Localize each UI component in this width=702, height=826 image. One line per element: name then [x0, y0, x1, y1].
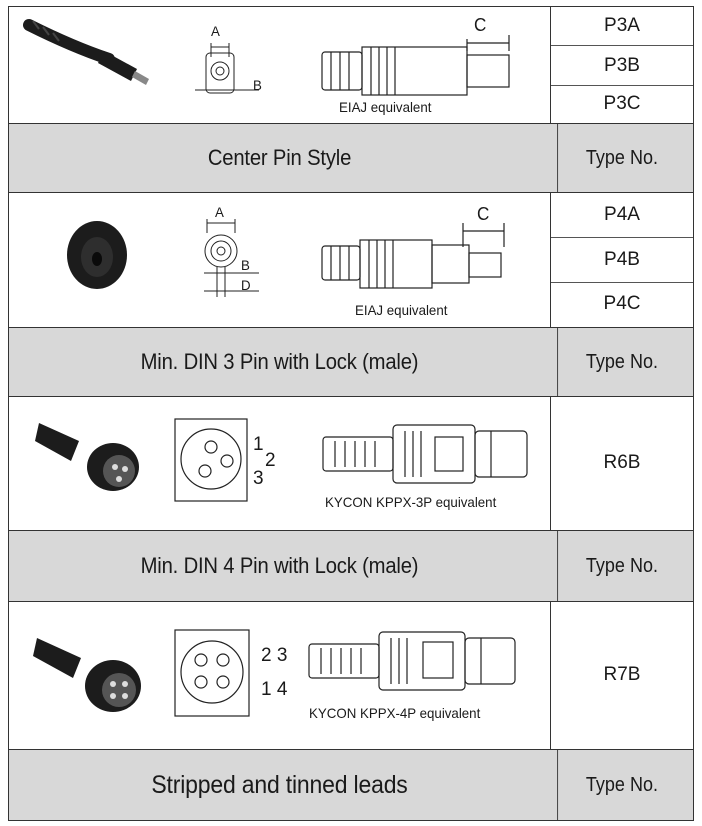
p3-front-view-diagram: [195, 43, 259, 94]
r7b-pins-top: 2 3: [261, 645, 288, 666]
type-no-label: Type No.: [557, 328, 686, 396]
header-stripped-tinned-leads: Stripped and tinned leads Type No.: [8, 749, 694, 821]
p3-dim-c: C: [474, 15, 487, 35]
p3-dim-a: A: [211, 23, 220, 39]
p4-dim-d: D: [241, 277, 251, 293]
r7b-pins-bottom: 1 4: [261, 679, 288, 700]
p4-front-view-diagram: [204, 219, 259, 297]
type-code-p3c: P3C: [603, 93, 641, 114]
p4-plug-photo: [67, 221, 127, 289]
header-center-pin-style: Center Pin Style Type No.: [8, 123, 694, 193]
r6b-caption: KYCON KPPX-3P equivalent: [325, 494, 497, 510]
p4-type-codes: P4A P4B P4C: [550, 193, 693, 327]
r7b-pin-diagram: [174, 629, 250, 717]
p3-dim-b: B: [253, 77, 262, 93]
row-p4-connector: A B D C EIAJ equivalent P4A P4B P4C: [8, 193, 694, 327]
r6b-pin-2: 2: [265, 450, 276, 471]
r6b-pin-diagram: [174, 418, 248, 502]
r6b-side-view-diagram: [322, 424, 528, 484]
p3-caption: EIAJ equivalent: [339, 99, 432, 115]
r7b-connector-illustration: [33, 629, 516, 717]
p4-dim-a: A: [215, 204, 224, 220]
r7b-type-codes: R7B: [550, 602, 693, 749]
type-code-p3a: P3A: [604, 15, 640, 36]
type-code-p4a: P4A: [604, 204, 640, 225]
type-no-label: Type No.: [557, 531, 686, 601]
r6b-connector-illustration: [35, 418, 528, 502]
p3-connector-illustration: [23, 19, 510, 96]
type-code-r7b: R7B: [603, 663, 641, 685]
p4-side-view-diagram: [321, 223, 505, 289]
p3-type-codes: P3A P3B P3C: [550, 7, 693, 123]
type-code-p4b: P4B: [604, 249, 640, 270]
r7b-caption: KYCON KPPX-4P equivalent: [309, 705, 481, 721]
type-code-r6b: R6B: [603, 451, 641, 473]
type-code-p3b: P3B: [604, 55, 640, 76]
row-r6b-connector: 1 2 3 KYCON KPPX-3P equivalent R6B: [8, 397, 694, 530]
header-min-din-3-pin: Min. DIN 3 Pin with Lock (male) Type No.: [8, 327, 694, 397]
section-title: Min. DIN 3 Pin with Lock (male): [140, 349, 419, 374]
type-no-label: Type No.: [557, 124, 686, 192]
header-min-din-4-pin: Min. DIN 4 Pin with Lock (male) Type No.: [8, 530, 694, 602]
section-title: Stripped and tinned leads: [151, 770, 408, 799]
p3-side-view-diagram: [321, 35, 510, 96]
r6b-pin-1: 1: [253, 434, 264, 455]
row-p3-connector: A B C EIAJ equivalent P3A P3B P3C: [8, 6, 694, 123]
r7b-plug-photo: [33, 638, 141, 712]
section-title: Min. DIN 4 Pin with Lock (male): [140, 553, 419, 578]
p4-caption: EIAJ equivalent: [355, 302, 448, 318]
p4-connector-illustration: [67, 219, 505, 297]
p3-plug-photo: [23, 19, 149, 85]
section-title: Center Pin Style: [207, 145, 352, 170]
r7b-side-view-diagram: [308, 631, 516, 691]
row-r7b-connector: 2 3 1 4 KYCON KPPX-4P equivalent R7B: [8, 602, 694, 749]
type-code-p4c: P4C: [603, 293, 641, 314]
r6b-type-codes: R6B: [550, 397, 693, 530]
r6b-plug-photo: [35, 423, 139, 491]
p4-dim-b: B: [241, 257, 250, 273]
p4-dim-c: C: [477, 204, 490, 224]
r6b-pin-3: 3: [253, 468, 264, 489]
type-no-label: Type No.: [557, 750, 686, 820]
